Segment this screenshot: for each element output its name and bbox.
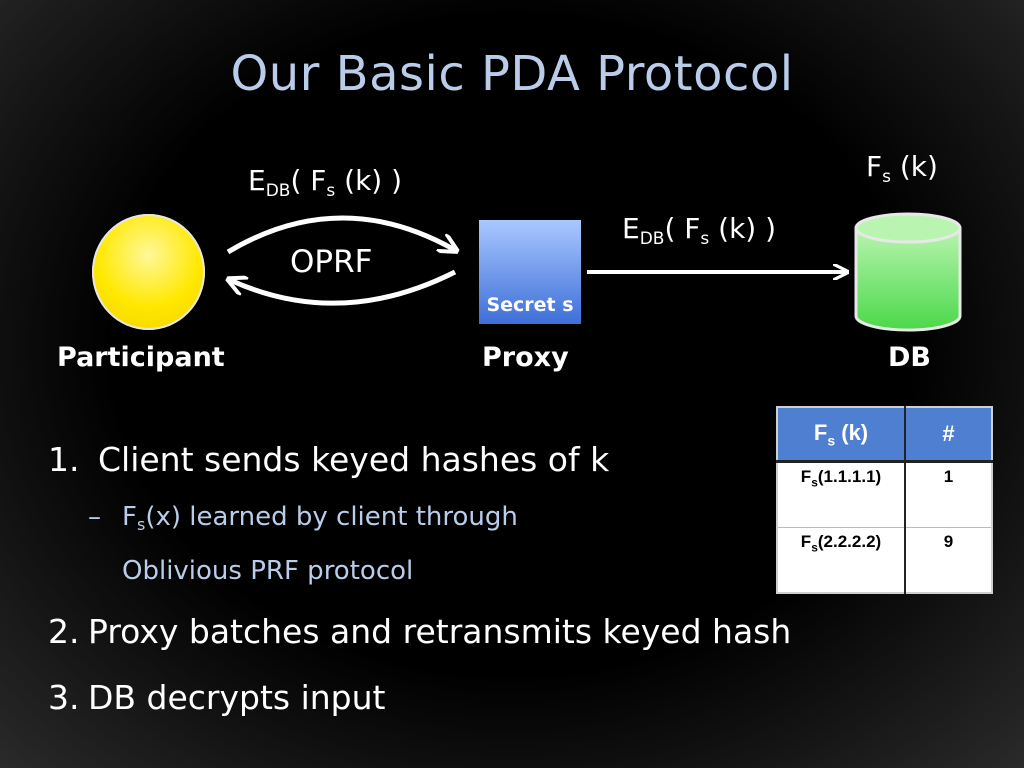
bullet-1: 1.Client sends keyed hashes of k bbox=[48, 440, 610, 479]
table-row: Fs(2.2.2.2) 9 bbox=[777, 527, 992, 594]
db-output-label: Fs (k) bbox=[866, 150, 938, 187]
oprf-message-label: EDB( Fs (k) ) bbox=[248, 164, 403, 201]
participant-node bbox=[92, 214, 205, 330]
hash-count-table: Fs (k) # Fs(1.1.1.1) 1 Fs(2.2.2.2) 9 bbox=[776, 406, 993, 594]
table-row: Fs(1.1.1.1) 1 bbox=[777, 461, 992, 528]
participant-label: Participant bbox=[57, 342, 225, 373]
oprf-label: OPRF bbox=[290, 244, 373, 280]
table-header-row: Fs (k) # bbox=[777, 407, 992, 463]
oprf-arrow-to-proxy bbox=[226, 215, 455, 252]
sub-bullet-line-2: Oblivious PRF protocol bbox=[122, 556, 414, 586]
table-cell-hash: Fs(1.1.1.1) bbox=[777, 461, 906, 528]
table-cell-hash: Fs(2.2.2.2) bbox=[777, 527, 906, 594]
proxy-db-message-label: EDB( Fs (k) ) bbox=[622, 212, 777, 249]
proxy-label: Proxy bbox=[482, 342, 569, 373]
proxy-secret-label: Secret s bbox=[486, 294, 574, 316]
bullet-3: 3.DB decrypts input bbox=[48, 678, 386, 717]
table-cell-count: 9 bbox=[905, 527, 992, 594]
bullet-2: 2.Proxy batches and retransmits keyed ha… bbox=[48, 612, 792, 651]
sub-bullet-line-1: –Fs(x) learned by client through bbox=[88, 502, 518, 534]
table-cell-count: 1 bbox=[905, 461, 992, 528]
oprf-arrow-to-participant bbox=[230, 269, 457, 306]
table-header-count: # bbox=[905, 407, 992, 463]
proxy-node: Secret s bbox=[479, 220, 581, 324]
db-label: DB bbox=[888, 342, 931, 373]
db-cylinder bbox=[854, 212, 962, 332]
table-header-hash: Fs (k) bbox=[777, 407, 906, 463]
slide-title: Our Basic PDA Protocol bbox=[230, 46, 794, 102]
